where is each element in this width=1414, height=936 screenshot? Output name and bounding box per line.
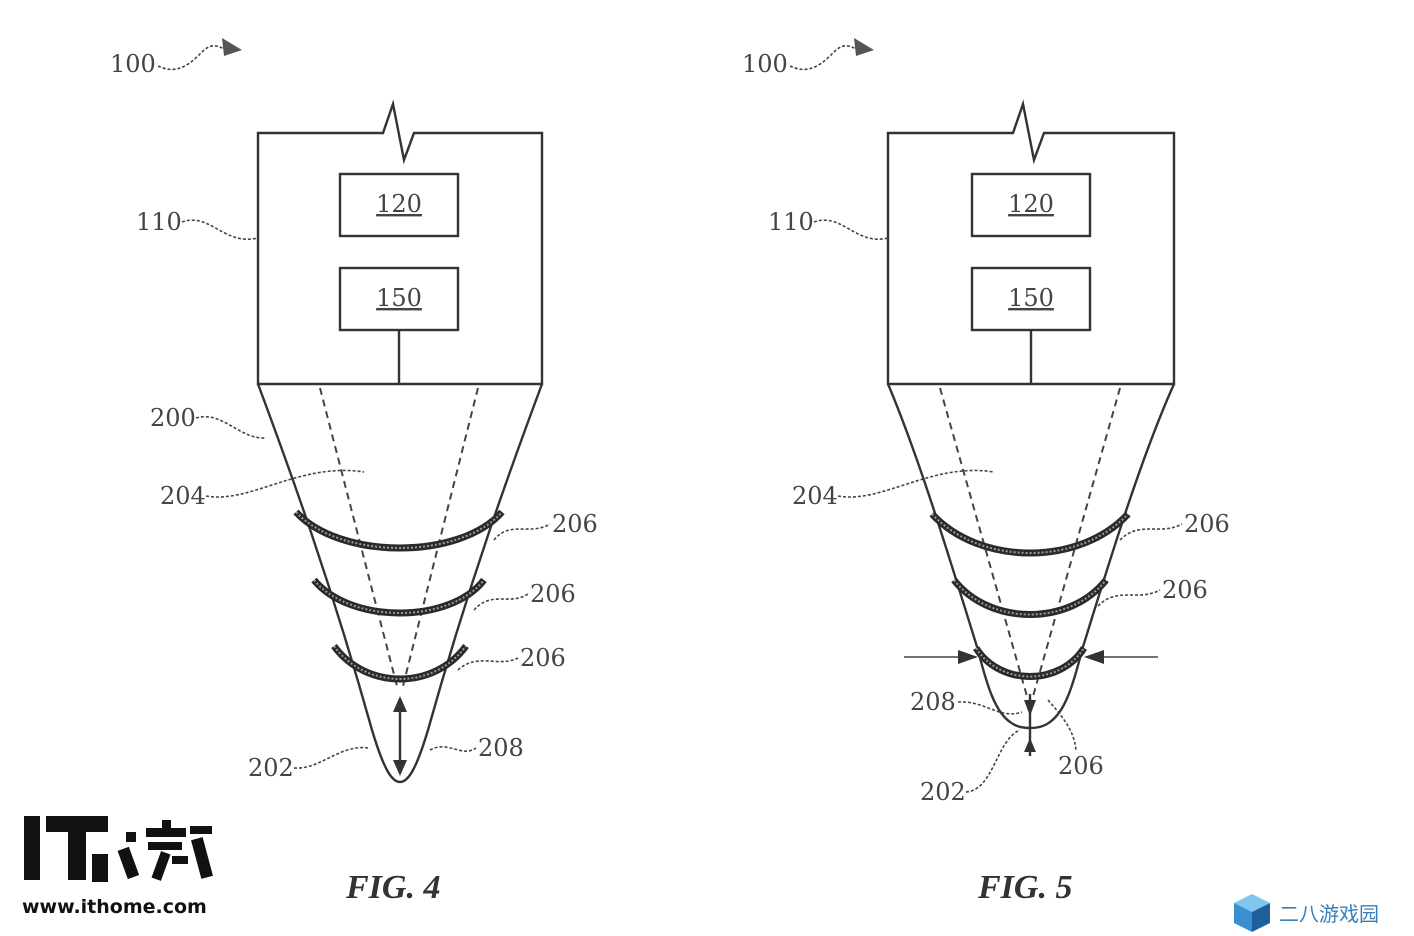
figure-4: 100 110 120 150 200 204 206 206: [110, 38, 598, 906]
module-120-box: [338, 172, 460, 238]
ithome-logo: [24, 816, 213, 882]
figure-4-caption: FIG. 4: [345, 869, 440, 906]
tip-200-outline: [256, 383, 544, 784]
ithome-logo-corner: [92, 854, 108, 882]
travel-208-arrowhead-up: [1024, 738, 1036, 752]
ref-100-leader: [157, 44, 227, 71]
band-206-bottom: [331, 643, 469, 683]
ref-110-leader: [181, 219, 259, 241]
band-206-lower: [973, 645, 1087, 680]
band-206-top: [929, 511, 1131, 557]
ref-206-label-1: 206: [1184, 510, 1230, 538]
housing-110: [256, 99, 544, 386]
ithome-url: www.ithome.com: [22, 896, 207, 918]
module-120-label: 120: [376, 190, 422, 218]
inner-dashed-left: [319, 387, 399, 691]
ref-208-label: 208: [910, 688, 956, 716]
figure-5: 100 110 120 150 204 206 206 206: [742, 38, 1230, 906]
module-150-label: 150: [376, 284, 422, 312]
module-120-box: [970, 172, 1092, 238]
ref-206-leader-2: [473, 593, 529, 611]
ithome-logo-letter-t-stem: [68, 816, 86, 880]
ref-206-label-3: 206: [1058, 752, 1104, 780]
band-206-top-texture: [931, 513, 1129, 554]
ref-204-leader: [205, 469, 365, 498]
band-206-middle-texture: [953, 579, 1107, 616]
ref-110-label: 110: [768, 208, 814, 236]
band-206-lower-texture: [975, 647, 1085, 678]
ref-202-leader: [293, 746, 369, 769]
housing-110: [886, 99, 1176, 386]
band-206-middle: [311, 577, 487, 617]
site-logo-cube-right: [1252, 903, 1270, 932]
ref-208-leader: [957, 701, 1023, 715]
site-logo: [1234, 894, 1270, 932]
figure-5-caption: FIG. 5: [977, 869, 1072, 906]
ref-110-leader: [813, 219, 889, 241]
ref-100-leader: [789, 44, 859, 71]
ref-110-label: 110: [136, 208, 182, 236]
ref-206-leader-3: [457, 657, 519, 671]
band-206-top: [293, 509, 505, 552]
ref-206-leader-1: [493, 523, 551, 541]
ref-206-label-2: 206: [1162, 576, 1208, 604]
squeeze-arrowhead-left: [958, 650, 978, 664]
module-120-label: 120: [1008, 190, 1054, 218]
ref-202-label: 202: [920, 778, 966, 806]
ref-200-label: 200: [150, 404, 196, 432]
ref-206-leader-1: [1119, 523, 1183, 541]
band-206-top-texture: [295, 511, 503, 549]
ref-100-label: 100: [110, 50, 156, 78]
inner-dashed-right: [401, 387, 479, 691]
ref-200-leader: [195, 415, 267, 439]
ithome-logo-chinese-glyphs: [117, 820, 213, 881]
ref-202-label: 202: [248, 754, 294, 782]
squeeze-arrowhead-right: [1084, 650, 1104, 664]
site-logo-cube-left: [1234, 903, 1252, 932]
ref-206-label-2: 206: [530, 580, 576, 608]
ref-100-label: 100: [742, 50, 788, 78]
band-206-middle: [951, 577, 1109, 618]
ref-206-leader-2: [1097, 589, 1161, 607]
module-150-label: 150: [1008, 284, 1054, 312]
band-206-middle-texture: [313, 579, 485, 614]
ref-100-arrowhead: [854, 38, 874, 56]
travel-208-arrowhead-up: [393, 696, 407, 712]
ithome-logo-letter-i: [24, 816, 40, 880]
ref-206-leader-3: [1047, 699, 1077, 751]
ref-208-label: 208: [478, 734, 524, 762]
ref-208-leader: [429, 746, 477, 752]
ref-206-label-3: 206: [520, 644, 566, 672]
ref-204-leader: [837, 469, 995, 498]
ref-100-arrowhead: [222, 38, 242, 56]
site-name: 二八游戏园: [1279, 902, 1379, 926]
travel-208-arrowhead-down: [393, 760, 407, 776]
ref-204-label: 204: [792, 482, 838, 510]
travel-208-arrowhead-down: [1024, 700, 1036, 716]
ref-204-label: 204: [160, 482, 206, 510]
ref-202-leader: [965, 729, 1021, 793]
band-206-bottom-texture: [333, 645, 467, 680]
ref-206-label-1: 206: [552, 510, 598, 538]
